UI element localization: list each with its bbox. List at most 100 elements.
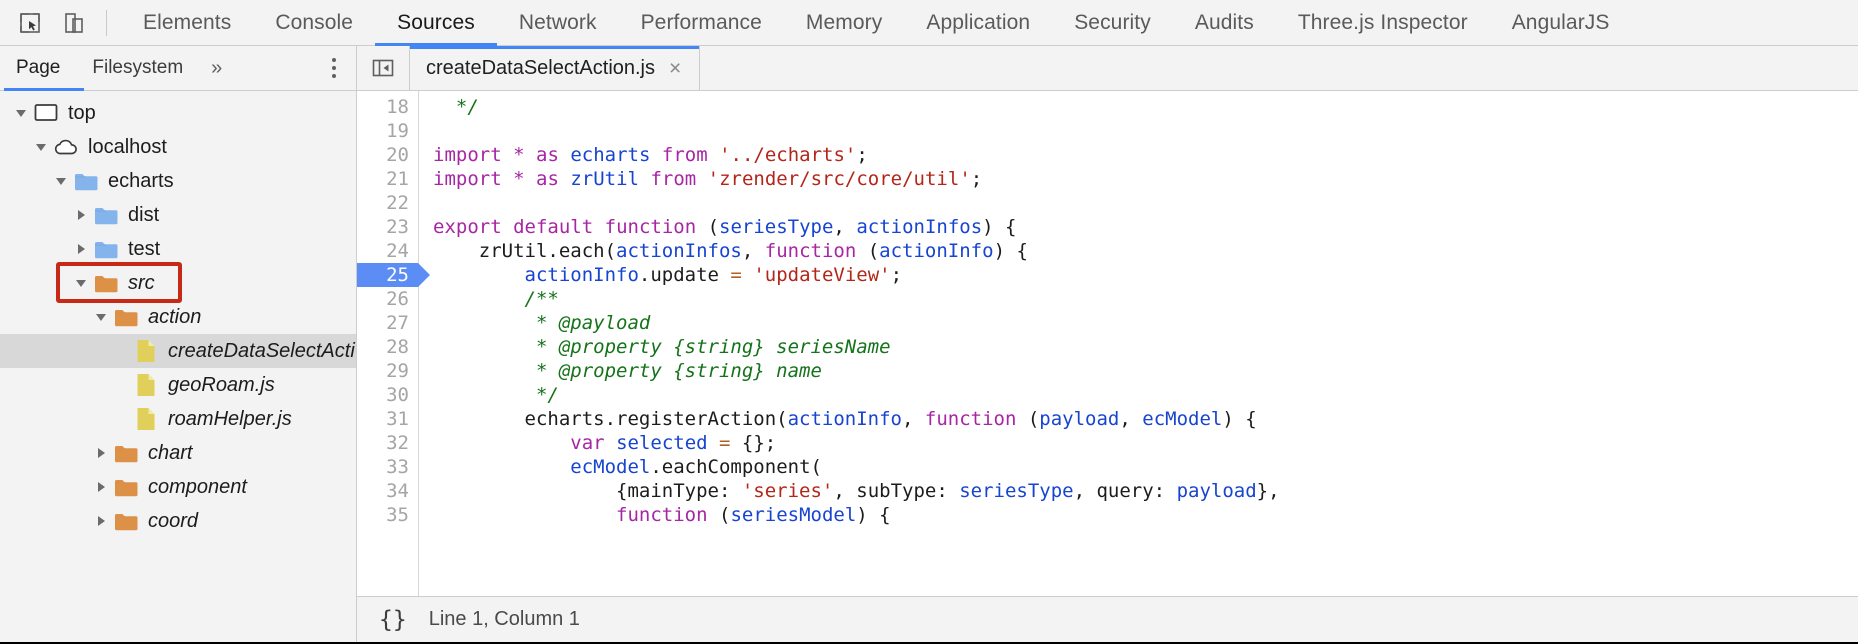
line-number[interactable]: 31	[386, 408, 409, 430]
tab-angularjs[interactable]: AngularJS	[1490, 0, 1632, 46]
more-vertical-icon[interactable]	[312, 46, 356, 91]
chevron-right-icon[interactable]	[90, 480, 112, 494]
folder-blue-icon	[92, 202, 120, 228]
line-number[interactable]: 27	[386, 312, 409, 334]
chevron-right-icon[interactable]	[70, 242, 92, 256]
more-tabs-icon[interactable]: »	[199, 46, 234, 91]
line-number[interactable]: 34	[386, 480, 409, 502]
code-line[interactable]: var selected = {};	[433, 431, 1858, 455]
chevron-down-icon[interactable]	[10, 106, 32, 120]
line-number[interactable]: 24	[386, 240, 409, 262]
code-line[interactable]: import * as echarts from '../echarts';	[433, 143, 1858, 167]
code-token: ;	[856, 144, 868, 166]
code-token: *	[513, 168, 525, 190]
tab-elements[interactable]: Elements	[121, 0, 253, 46]
line-number[interactable]: 33	[386, 456, 409, 478]
collapse-sidebar-icon[interactable]	[357, 46, 409, 90]
tab-sources[interactable]: Sources	[375, 0, 497, 46]
chevron-down-icon[interactable]	[50, 174, 72, 188]
line-number[interactable]: 32	[386, 432, 409, 454]
more-tabs-glyph: »	[211, 56, 223, 79]
device-toolbar-icon[interactable]	[52, 1, 96, 45]
code-line[interactable]: /**	[433, 287, 1858, 311]
tab-performance[interactable]: Performance	[619, 0, 784, 46]
code-line[interactable]: * @property {string} seriesName	[433, 335, 1858, 359]
code-line[interactable]	[433, 119, 1858, 143]
code-token: payload	[1039, 408, 1120, 430]
code-content[interactable]: */ import * as echarts from '../echarts'…	[419, 91, 1858, 596]
line-number[interactable]: 20	[386, 144, 409, 166]
line-number[interactable]: 29	[386, 360, 409, 382]
code-line[interactable]: * @payload	[433, 311, 1858, 335]
code-token: ) {	[982, 216, 1017, 238]
tab-application[interactable]: Application	[904, 0, 1052, 46]
line-number[interactable]: 22	[386, 192, 409, 214]
code-line[interactable]: actionInfo.update = 'updateView';	[433, 263, 1858, 287]
tree-item-roamhelper-js[interactable]: roamHelper.js	[0, 402, 356, 436]
chevron-down-icon[interactable]	[90, 310, 112, 324]
tree-item-chart[interactable]: chart	[0, 436, 356, 470]
line-number[interactable]: 35	[386, 504, 409, 526]
tree-item-coord[interactable]: coord	[0, 504, 356, 538]
chevron-down-icon[interactable]	[70, 276, 92, 290]
line-number[interactable]: 25	[357, 263, 430, 287]
code-line[interactable]	[433, 191, 1858, 215]
code-line[interactable]: */	[433, 95, 1858, 119]
tree-item-top[interactable]: top	[0, 96, 356, 130]
tab-console[interactable]: Console	[253, 0, 375, 46]
code-token	[742, 264, 753, 286]
editor-tab-createdataselectaction[interactable]: createDataSelectAction.js ×	[409, 46, 701, 90]
pretty-print-icon[interactable]: {}	[379, 606, 407, 633]
tree-item-component[interactable]: component	[0, 470, 356, 504]
code-token	[708, 432, 719, 454]
code-token	[433, 264, 525, 286]
tab-threejs-inspector[interactable]: Three.js Inspector	[1276, 0, 1490, 46]
tree-item-dist[interactable]: dist	[0, 198, 356, 232]
nav-tab-filesystem[interactable]: Filesystem	[76, 46, 199, 91]
folder-blue-icon	[72, 168, 100, 194]
close-icon[interactable]: ×	[669, 56, 682, 80]
tab-network[interactable]: Network	[497, 0, 619, 46]
line-number[interactable]: 18	[386, 96, 409, 118]
code-line[interactable]: {mainType: 'series', subType: seriesType…	[433, 479, 1858, 503]
line-number[interactable]: 28	[386, 336, 409, 358]
code-line[interactable]: */	[433, 383, 1858, 407]
chevron-down-icon[interactable]	[30, 140, 52, 154]
code-line[interactable]: import * as zrUtil from 'zrender/src/cor…	[433, 167, 1858, 191]
tree-item-createdataselectacti[interactable]: createDataSelectActi	[0, 334, 356, 368]
nav-tab-page[interactable]: Page	[0, 46, 76, 91]
code-line[interactable]: ecModel.eachComponent(	[433, 455, 1858, 479]
chevron-right-icon[interactable]	[90, 514, 112, 528]
code-line[interactable]: * @property {string} name	[433, 359, 1858, 383]
inspect-element-icon[interactable]	[8, 1, 52, 45]
cursor-position-label: Line 1, Column 1	[428, 608, 580, 630]
code-line[interactable]: export default function (seriesType, act…	[433, 215, 1858, 239]
line-number[interactable]: 26	[386, 288, 409, 310]
code-token: .eachComponent(	[650, 456, 822, 478]
tab-memory[interactable]: Memory	[784, 0, 904, 46]
tree-item-echarts[interactable]: echarts	[0, 164, 356, 198]
tab-audits[interactable]: Audits	[1173, 0, 1276, 46]
file-js-icon	[132, 338, 160, 364]
line-number[interactable]: 21	[386, 168, 409, 190]
code-token: selected	[616, 432, 708, 454]
code-line[interactable]: function (seriesModel) {	[433, 503, 1858, 527]
tab-security[interactable]: Security	[1052, 0, 1173, 46]
tree-item-src[interactable]: src	[0, 266, 356, 300]
chevron-right-icon[interactable]	[90, 446, 112, 460]
code-line[interactable]: zrUtil.each(actionInfos, function (actio…	[433, 239, 1858, 263]
chevron-right-icon[interactable]	[70, 208, 92, 222]
line-number[interactable]: 23	[386, 216, 409, 238]
tree-item-action[interactable]: action	[0, 300, 356, 334]
code-line[interactable]: echarts.registerAction(actionInfo, funct…	[433, 407, 1858, 431]
tree-item-test[interactable]: test	[0, 232, 356, 266]
line-number[interactable]: 19	[386, 120, 409, 142]
line-number[interactable]: 30	[386, 384, 409, 406]
tree-item-localhost[interactable]: localhost	[0, 130, 356, 164]
code-token: seriesType	[959, 480, 1074, 502]
tree-item-georoam-js[interactable]: geoRoam.js	[0, 368, 356, 402]
